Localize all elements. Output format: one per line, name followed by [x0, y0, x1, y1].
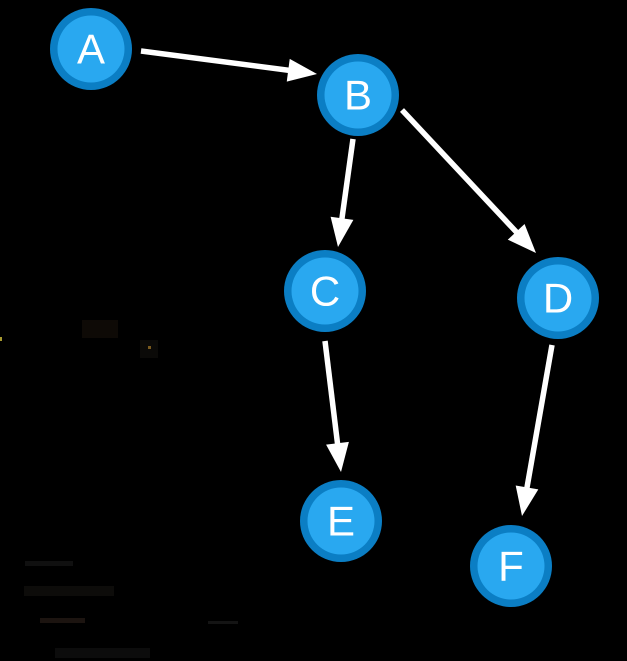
node-D-body[interactable]	[524, 264, 592, 332]
arrowhead-icon	[326, 441, 349, 472]
node-D[interactable]: D	[517, 257, 599, 339]
background-artifacts	[0, 320, 238, 658]
edge-B-C	[330, 138, 356, 247]
node-B[interactable]: B	[317, 54, 399, 136]
arrowhead-icon	[515, 485, 539, 516]
node-B-body[interactable]	[324, 61, 392, 129]
edge-line-B-D	[399, 108, 521, 236]
edge-C-E	[322, 340, 349, 472]
arrowhead-icon	[507, 223, 536, 253]
background-artifact	[55, 648, 150, 658]
background-artifact	[40, 618, 85, 623]
edge-line-C-E	[322, 340, 341, 447]
arrowhead-icon	[286, 58, 317, 82]
node-A-body[interactable]	[57, 15, 125, 83]
background-artifact	[208, 621, 238, 624]
node-C[interactable]: C	[284, 250, 366, 332]
background-artifact	[0, 337, 2, 341]
background-artifact	[82, 320, 118, 338]
node-E-body[interactable]	[307, 487, 375, 555]
background-artifact	[24, 586, 114, 596]
nodes-layer: A B C D E F	[50, 8, 599, 607]
edge-line-B-C	[338, 138, 356, 222]
node-F-body[interactable]	[477, 532, 545, 600]
edge-A-B	[140, 48, 317, 82]
background-artifact	[25, 561, 73, 566]
node-F[interactable]: F	[470, 525, 552, 607]
edges-layer	[140, 48, 555, 516]
background-artifact	[148, 346, 151, 349]
edge-line-A-B	[140, 48, 292, 74]
arrowhead-icon	[330, 216, 354, 247]
edge-line-D-F	[523, 344, 555, 491]
edge-D-F	[515, 344, 555, 516]
node-A[interactable]: A	[50, 8, 132, 90]
node-C-body[interactable]	[291, 257, 359, 325]
edge-B-D	[399, 108, 536, 253]
node-E[interactable]: E	[300, 480, 382, 562]
